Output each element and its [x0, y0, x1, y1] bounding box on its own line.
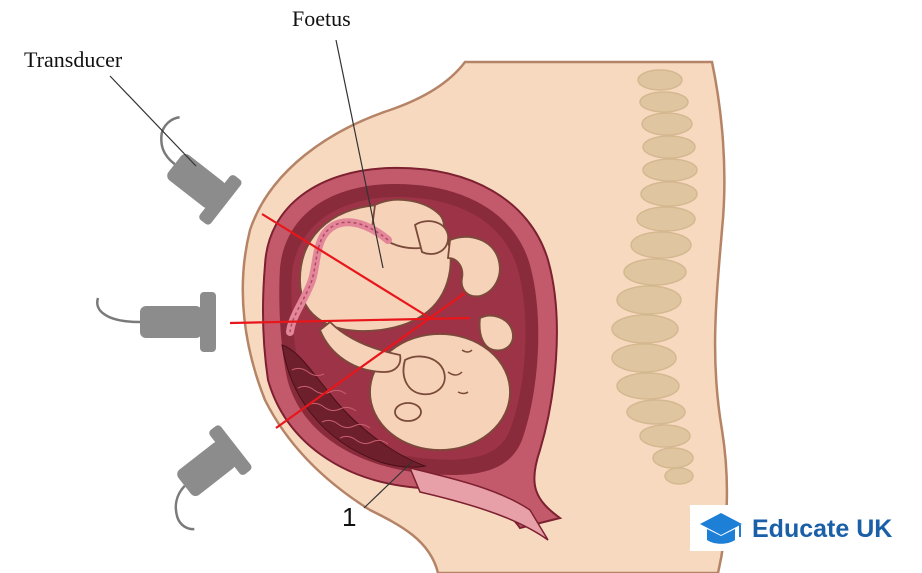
foetus-label: Foetus [292, 6, 351, 31]
transducer-bottom [174, 425, 252, 531]
ultrasound-beams [229, 213, 471, 429]
transducer-label: Transducer [24, 47, 123, 72]
logo-text: Educate UK [752, 515, 892, 543]
graduation-cap-icon [700, 513, 742, 544]
educate-uk-logo: Educate UK [690, 505, 912, 551]
spine [611, 69, 698, 485]
marker-1-leader-line [363, 461, 413, 509]
foetus-face [447, 349, 473, 395]
transducer-leader-line [109, 75, 197, 167]
marker-1-label: 1 [342, 502, 356, 532]
transducer-top [160, 115, 242, 225]
transducer-middle [96, 292, 216, 352]
cervix [408, 466, 549, 541]
placenta [281, 344, 427, 468]
foetus [299, 198, 514, 451]
foetus-leader-line [335, 39, 384, 269]
placenta-texture [291, 367, 389, 445]
